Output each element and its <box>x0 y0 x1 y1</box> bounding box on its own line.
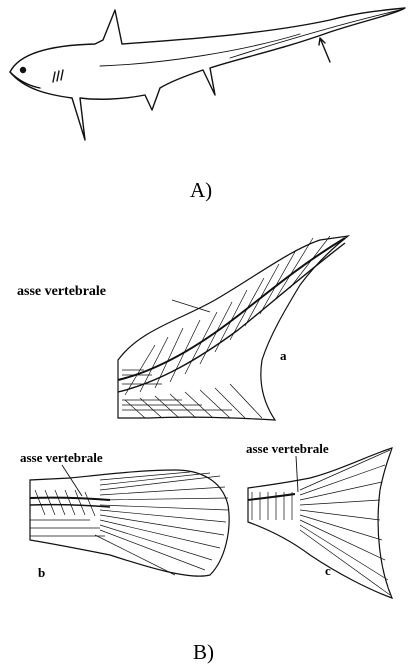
label-asse-vertebrale-b: asse vertebrale <box>20 450 103 466</box>
shark-gills <box>53 70 63 82</box>
label-asse-vertebrale-a: asse vertebrale <box>17 284 106 300</box>
label-tail-c: c <box>325 563 331 579</box>
tail-a-outline <box>118 236 348 420</box>
shark-eye <box>21 68 26 73</box>
thresher-shark-drawing <box>10 8 405 140</box>
panel-a-caption: A) <box>190 178 212 203</box>
tail-b-outline <box>30 470 229 576</box>
leader-asse-b <box>62 465 82 496</box>
shark-body-outline <box>10 8 405 140</box>
tail-a-vertebral-column <box>118 238 345 380</box>
tail-a-drawing <box>118 236 348 420</box>
label-tail-b: b <box>38 565 45 581</box>
tail-b-drawing <box>30 470 229 576</box>
label-tail-a: a <box>280 348 287 364</box>
tail-arrow <box>319 38 330 62</box>
panel-b-caption: B) <box>193 640 214 665</box>
leader-lines <box>62 300 298 496</box>
tail-b-vertebral-column <box>30 498 110 500</box>
label-asse-vertebrale-c: asse vertebrale <box>246 441 329 457</box>
tail-c-vertebral-column <box>248 494 295 500</box>
leader-asse-c <box>296 456 298 492</box>
tail-c-drawing <box>248 448 392 598</box>
